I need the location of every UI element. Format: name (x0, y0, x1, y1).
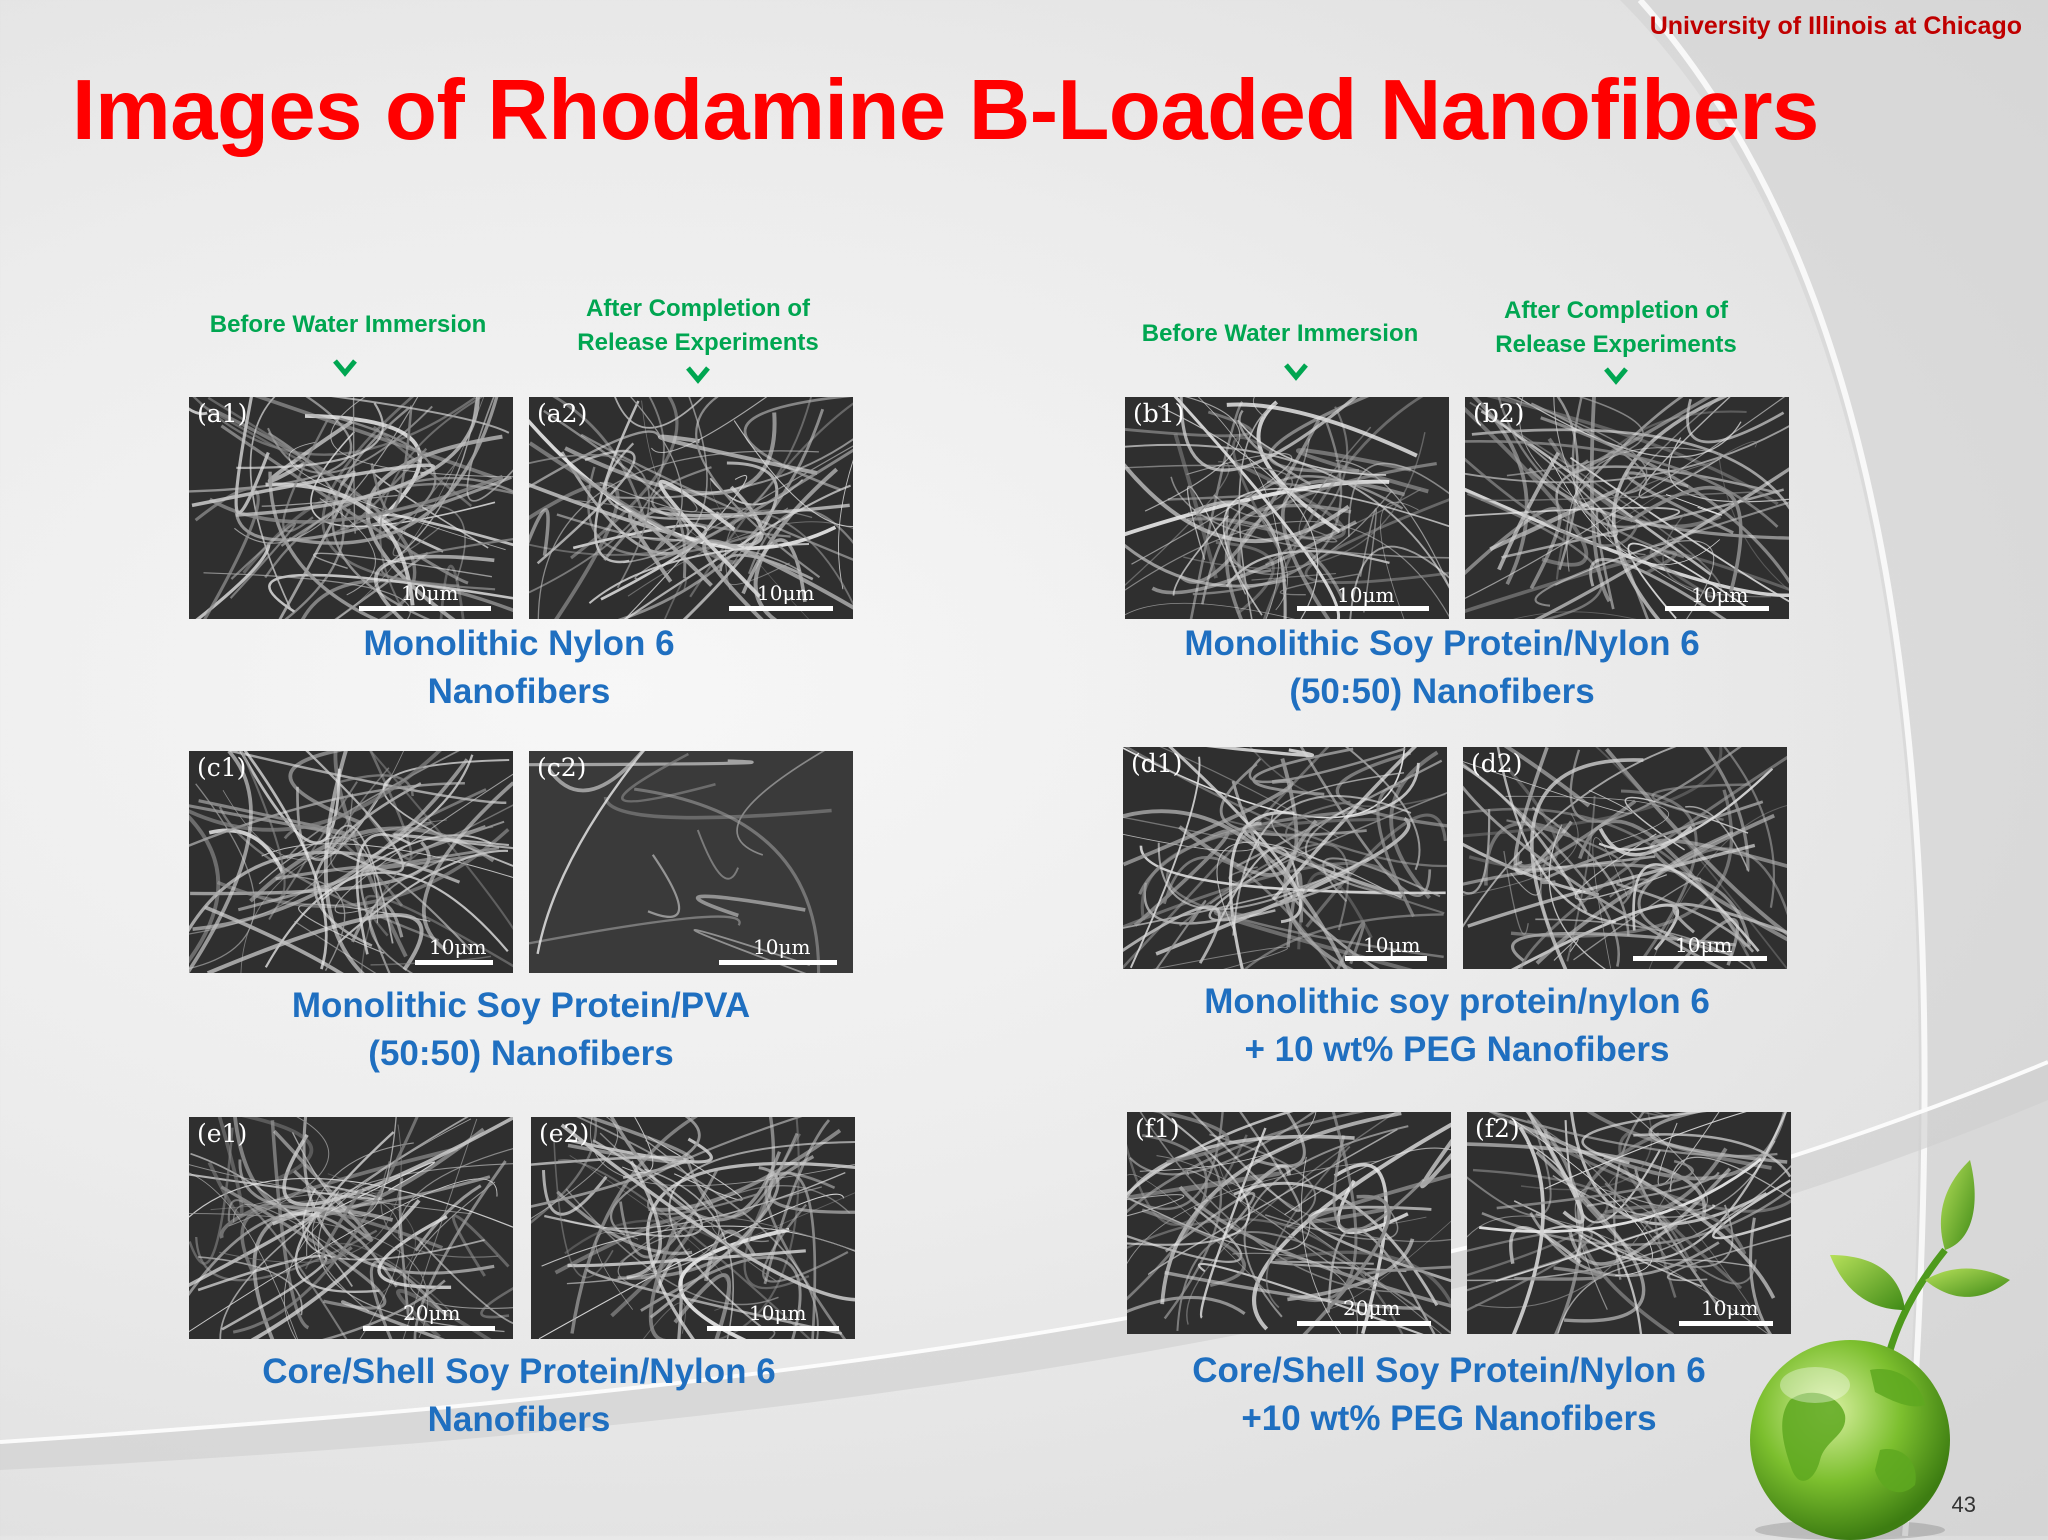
sem-image-c1: (c1) 10μm (189, 751, 513, 973)
sem-image-a2: (a2) 10μm (529, 397, 853, 619)
scale-bar (1297, 1321, 1431, 1326)
scale-label: 20μm (1343, 1296, 1401, 1320)
caption-b: Monolithic Soy Protein/Nylon 6 (50:50) N… (1184, 620, 1699, 716)
panel-label: (a2) (537, 399, 588, 428)
scale-bar (1633, 956, 1767, 961)
scale-bar (1345, 956, 1427, 961)
scale-label: 10μm (1691, 583, 1749, 607)
panel-label: (c1) (197, 753, 247, 782)
scale-label: 10μm (1363, 933, 1421, 957)
caption-line: + 10 wt% PEG Nanofibers (1244, 1030, 1670, 1069)
header-after-line1: After Completion of (586, 295, 810, 322)
scale-label: 10μm (753, 935, 811, 959)
panel-label: (d2) (1471, 749, 1523, 778)
panel-label: (f1) (1135, 1114, 1180, 1143)
scale-label: 10μm (1337, 583, 1395, 607)
chevron-down-icon (686, 366, 710, 384)
panel-label: (f2) (1475, 1114, 1520, 1143)
scale-bar (415, 960, 493, 965)
globe-plant-icon (1750, 1160, 2010, 1540)
header-after-line2: Release Experiments (577, 329, 819, 356)
page-number: 43 (1951, 1492, 1976, 1517)
caption-line: Monolithic Soy Protein/PVA (291, 986, 751, 1025)
sem-image-d2: (d2) 10μm (1463, 747, 1787, 969)
caption-line: (50:50) Nanofibers (368, 1034, 674, 1073)
sem-image-d1: (d1) 10μm (1123, 747, 1447, 969)
caption-line: (50:50) Nanofibers (1289, 672, 1595, 711)
caption-line: Nanofibers (427, 672, 611, 711)
caption-d: Monolithic soy protein/nylon 6 + 10 wt% … (1204, 978, 1710, 1074)
caption-line: +10 wt% PEG Nanofibers (1241, 1399, 1657, 1438)
scale-label: 10μm (749, 1301, 807, 1325)
scale-bar (729, 606, 833, 611)
sem-image-c2: (c2) 10μm (529, 751, 853, 973)
scale-label: 20μm (403, 1301, 461, 1325)
scale-bar (1297, 606, 1429, 611)
header-after-line2: Release Experiments (1495, 331, 1737, 358)
panel-label: (d1) (1131, 749, 1183, 778)
sem-image-a1: (a1) 10μm (189, 397, 513, 619)
sem-image-b2: (b2) 10μm (1465, 397, 1789, 619)
scale-bar (1679, 1321, 1773, 1326)
sem-image-b1: (b1) 10μm (1125, 397, 1449, 619)
caption-line: Core/Shell Soy Protein/Nylon 6 (262, 1352, 776, 1391)
scale-bar (1665, 606, 1769, 611)
chevron-down-icon (333, 359, 357, 377)
caption-f: Core/Shell Soy Protein/Nylon 6 +10 wt% P… (1192, 1347, 1705, 1443)
panel-label: (b1) (1133, 399, 1185, 428)
sem-image-f1: (f1) 20μm (1127, 1112, 1451, 1334)
caption-line: Core/Shell Soy Protein/Nylon 6 (1192, 1351, 1706, 1390)
header-after-right: After Completion of Release Experiments (1495, 294, 1736, 362)
scale-bar (363, 1326, 495, 1331)
org-name: University of Illinois at Chicago (1649, 12, 2022, 40)
caption-line: Monolithic Soy Protein/Nylon 6 (1184, 624, 1700, 663)
scale-label: 10μm (757, 581, 815, 605)
chevron-down-icon (1284, 363, 1308, 381)
sem-image-e1: (e1) 20μm (189, 1117, 513, 1339)
caption-c: Monolithic Soy Protein/PVA (50:50) Nanof… (292, 982, 750, 1078)
scale-label: 10μm (1701, 1296, 1759, 1320)
panel-label: (a1) (197, 399, 248, 428)
sem-image-f2: (f2) 10μm (1467, 1112, 1791, 1334)
header-after-line1: After Completion of (1504, 297, 1728, 324)
chevron-down-icon (1604, 367, 1628, 385)
caption-line: Monolithic soy protein/nylon 6 (1204, 982, 1710, 1021)
scale-label: 10μm (429, 935, 487, 959)
header-before-right: Before Water Immersion (1141, 320, 1419, 347)
header-after-left: After Completion of Release Experiments (577, 292, 818, 360)
sem-image-e2: (e2) 10μm (531, 1117, 855, 1339)
scale-bar (359, 606, 491, 611)
caption-line: Nanofibers (427, 1400, 611, 1439)
scale-label: 10μm (401, 581, 459, 605)
caption-line: Monolithic Nylon 6 (363, 624, 675, 663)
scale-bar (707, 1326, 839, 1331)
caption-a: Monolithic Nylon 6 Nanofibers (363, 620, 674, 716)
panel-label: (b2) (1473, 399, 1525, 428)
scale-bar (719, 960, 837, 965)
panel-label: (e1) (197, 1119, 248, 1148)
header-before-left: Before Water Immersion (209, 311, 487, 338)
scale-label: 10μm (1675, 933, 1733, 957)
slide-title: Images of Rhodamine B-Loaded Nanofibers (72, 63, 1819, 158)
caption-e: Core/Shell Soy Protein/Nylon 6 Nanofiber… (262, 1348, 775, 1444)
panel-label: (c2) (537, 753, 587, 782)
panel-label: (e2) (539, 1119, 590, 1148)
